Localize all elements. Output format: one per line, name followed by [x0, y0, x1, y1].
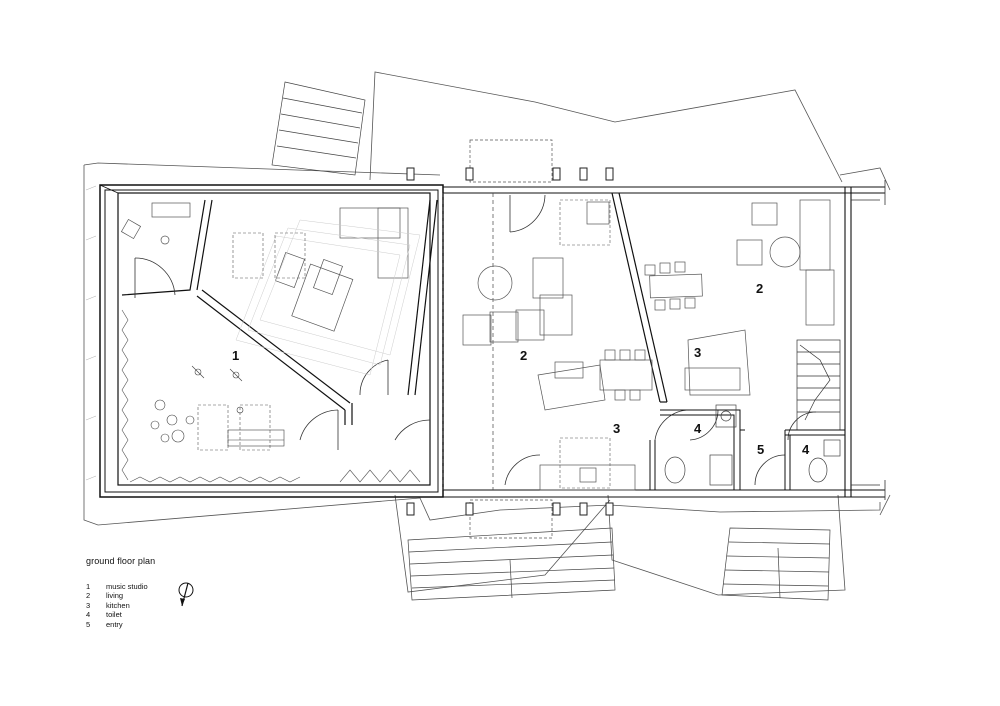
room-label-toilet-right: 4: [802, 442, 810, 457]
room-label-kitchen-center: 3: [613, 421, 620, 436]
stairs-exterior-bottom-left: [407, 527, 616, 601]
door-swings: [134, 194, 817, 486]
legend-name: toilet: [106, 610, 122, 620]
dashed-partition: [442, 193, 494, 490]
kitchen-counter: [539, 367, 741, 491]
site-ground-outline: [83, 162, 891, 526]
legend-item: 3 kitchen: [86, 601, 155, 610]
legend-number: 3: [86, 600, 91, 610]
legend-item: 5 entry: [86, 620, 155, 629]
studio-outer-walls: [99, 184, 444, 498]
legend-number: 4: [86, 610, 91, 620]
interior-staircase: [796, 339, 841, 431]
legend-number: 1: [86, 582, 91, 591]
studio-furniture: [120, 202, 409, 332]
dining-sets: [599, 261, 703, 401]
legend-number: 2: [86, 591, 91, 601]
room-label-entry: 5: [757, 442, 764, 457]
service-walls: [649, 409, 845, 490]
window-bays: [469, 139, 553, 539]
room-label-kitchen-right: 3: [694, 345, 701, 360]
building-outer-walls: [443, 186, 885, 498]
room-label-toilet-left: 4: [694, 421, 702, 436]
keyboard-instrument: [227, 429, 285, 447]
room-label-music-studio: 1: [232, 348, 239, 363]
column-posts: [406, 167, 614, 516]
legend-name: music studio: [106, 582, 148, 591]
right-living-furniture: [687, 199, 835, 396]
stairs-exterior-top: [271, 81, 366, 176]
legend-item: 1 music studio: [86, 582, 155, 591]
legend-item: 4 toilet: [86, 610, 155, 619]
living-furniture: [462, 201, 610, 411]
roof-overhang-outline: [369, 71, 846, 596]
north-arrow-icon: [178, 582, 194, 607]
sanitary-fixtures: [664, 404, 841, 486]
legend-name: living: [106, 591, 124, 601]
studio-dashed-zones: [197, 232, 306, 451]
studio-floor-mat: [235, 219, 421, 376]
studio-slanted-wall: [121, 199, 438, 425]
living-dashed-rugs: [559, 199, 611, 489]
right-deck-lines: [851, 180, 886, 500]
stairs-exterior-bottom-right: [721, 527, 831, 601]
room-label-living-center: 2: [520, 348, 527, 363]
room-label-living-right: 2: [756, 281, 763, 296]
legend-name: kitchen: [106, 600, 130, 610]
legend-title: ground floor plan: [86, 556, 156, 566]
drum-kit-icons: [150, 365, 244, 443]
acoustic-zigzag: [121, 309, 421, 483]
ground-hatch: [85, 185, 97, 481]
legend-name: entry: [106, 619, 123, 629]
legend-number: 5: [86, 619, 91, 629]
legend-item: 2 living: [86, 591, 155, 600]
